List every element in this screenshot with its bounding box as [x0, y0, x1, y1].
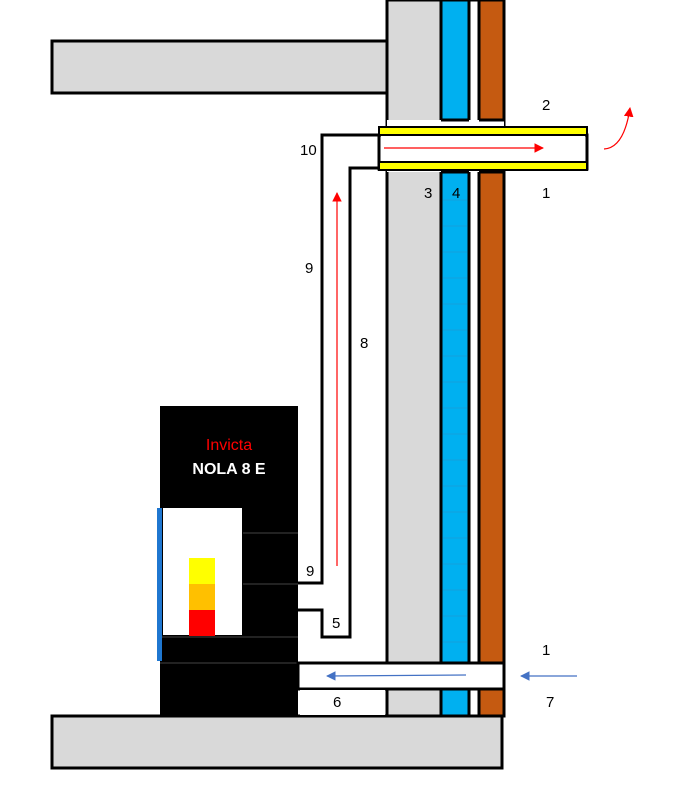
- label-1-top: 1: [542, 185, 550, 202]
- label-5: 5: [332, 615, 340, 632]
- label-2: 2: [542, 97, 550, 114]
- insulation-seams: [443, 199, 467, 643]
- concrete-wall: [385, 0, 443, 718]
- label-6: 6: [333, 694, 341, 711]
- stove-glass-edge: [157, 508, 162, 661]
- pipe-sleeve-bottom: [378, 161, 588, 171]
- flame-top: [189, 558, 215, 584]
- brick-facade: [477, 0, 506, 718]
- label-9-upper: 9: [305, 260, 313, 277]
- label-8: 8: [360, 335, 368, 352]
- label-10: 10: [300, 142, 317, 159]
- stove-model: NOLA 8 E: [192, 461, 266, 478]
- label-3: 3: [424, 185, 432, 202]
- insulation-layer: [439, 0, 471, 718]
- pipe-sleeve-top: [378, 126, 588, 136]
- flame-middle: [189, 584, 215, 610]
- exhaust-flue-interior: [325, 138, 347, 634]
- label-9-lower: 9: [306, 563, 314, 580]
- floor-slab: [50, 714, 504, 770]
- intake-arrow-inside: [326, 671, 467, 681]
- stove-brand: Invicta: [206, 437, 252, 454]
- exhaust-arrow-out: [603, 107, 634, 150]
- stove-tile-seams: [160, 532, 298, 664]
- flame-bottom: [189, 610, 215, 636]
- label-7: 7: [546, 694, 554, 711]
- stove-top-panel: [160, 406, 298, 507]
- ceiling-slab: [50, 39, 442, 95]
- label-1-bottom: 1: [542, 642, 550, 659]
- label-4: 4: [452, 185, 460, 202]
